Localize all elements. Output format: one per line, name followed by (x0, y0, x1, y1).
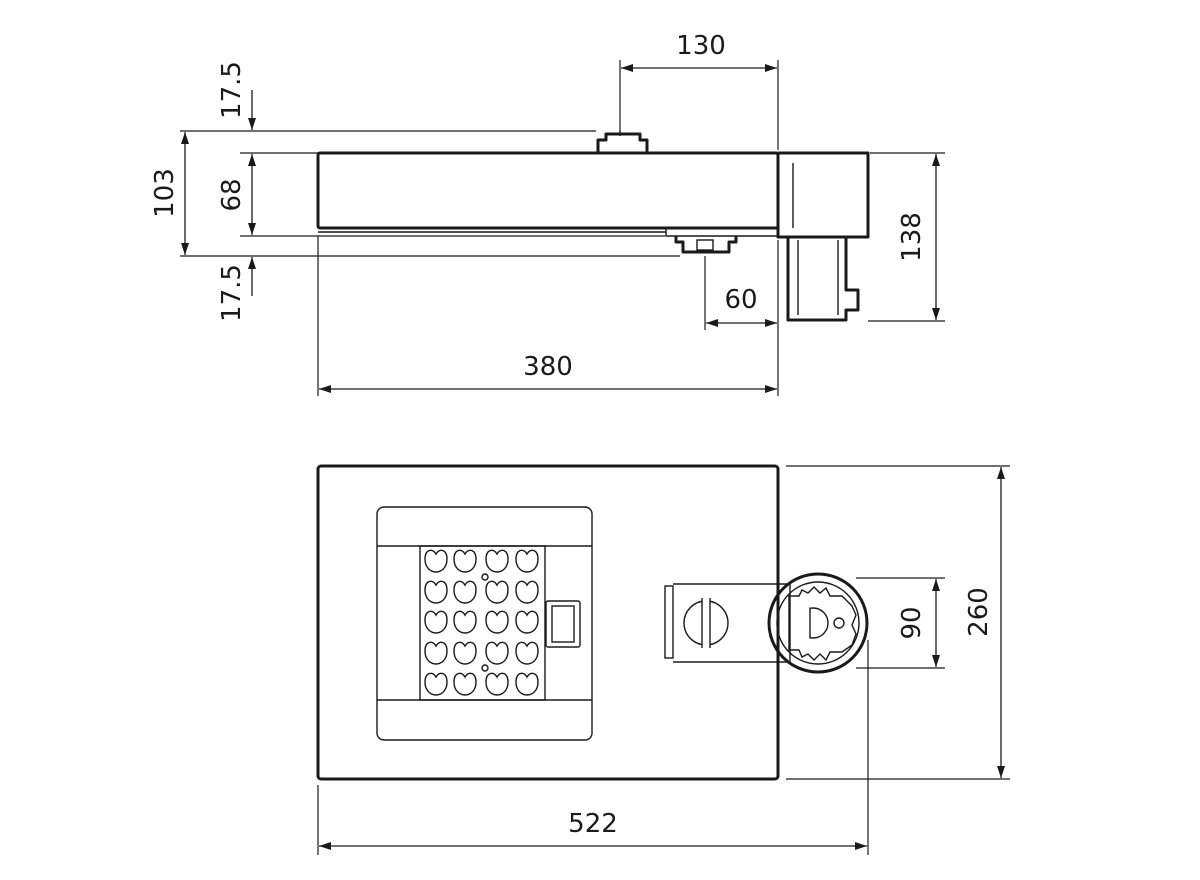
led-lens (485, 580, 509, 604)
label-body-length: 380 (523, 352, 573, 382)
led-lens-array (424, 549, 539, 696)
led-lens (424, 610, 448, 634)
led-lens (515, 672, 539, 696)
label-spigot-width: 60 (724, 285, 757, 315)
label-spigot-diameter: 90 (897, 606, 927, 639)
led-marker-dot (481, 573, 489, 581)
label-body-height: 68 (217, 178, 247, 211)
label-overall-height: 103 (150, 168, 180, 218)
bottom-knob (674, 236, 738, 254)
led-lens (485, 641, 509, 665)
led-lens (453, 549, 477, 573)
led-lens (453, 580, 477, 604)
led-lens (515, 580, 539, 604)
label-bracket-offset: 130 (676, 31, 726, 61)
led-lens (485, 672, 509, 696)
driver-connector (545, 600, 581, 648)
led-marker-dot (481, 664, 489, 672)
led-lens (515, 610, 539, 634)
led-lens (485, 610, 509, 634)
led-lens (453, 641, 477, 665)
driver-connector-inner (551, 605, 575, 643)
label-overall-length: 522 (568, 809, 618, 839)
label-top-gap: 17.5 (217, 61, 247, 119)
led-lens (485, 549, 509, 573)
led-lens (453, 672, 477, 696)
side-housing (316, 151, 780, 230)
led-lens (424, 641, 448, 665)
led-lens (424, 549, 448, 573)
top-knob (596, 130, 649, 153)
optic-window (376, 506, 593, 741)
led-lens (515, 641, 539, 665)
led-lens (453, 610, 477, 634)
label-plan-width: 260 (964, 587, 994, 637)
label-bracket-height: 138 (897, 212, 927, 262)
plan-housing (316, 464, 780, 781)
led-lens (424, 580, 448, 604)
led-lens (424, 672, 448, 696)
bracket-clamp (664, 583, 791, 663)
side-view: 17.5 103 68 17.5 130 138 60 380 (150, 31, 945, 396)
mounting-bracket (776, 151, 870, 322)
led-lens (515, 549, 539, 573)
label-bottom-gap: 17.5 (217, 264, 247, 322)
plan-view: 90 260 522 (316, 464, 1010, 855)
spigot-entry (767, 572, 869, 674)
